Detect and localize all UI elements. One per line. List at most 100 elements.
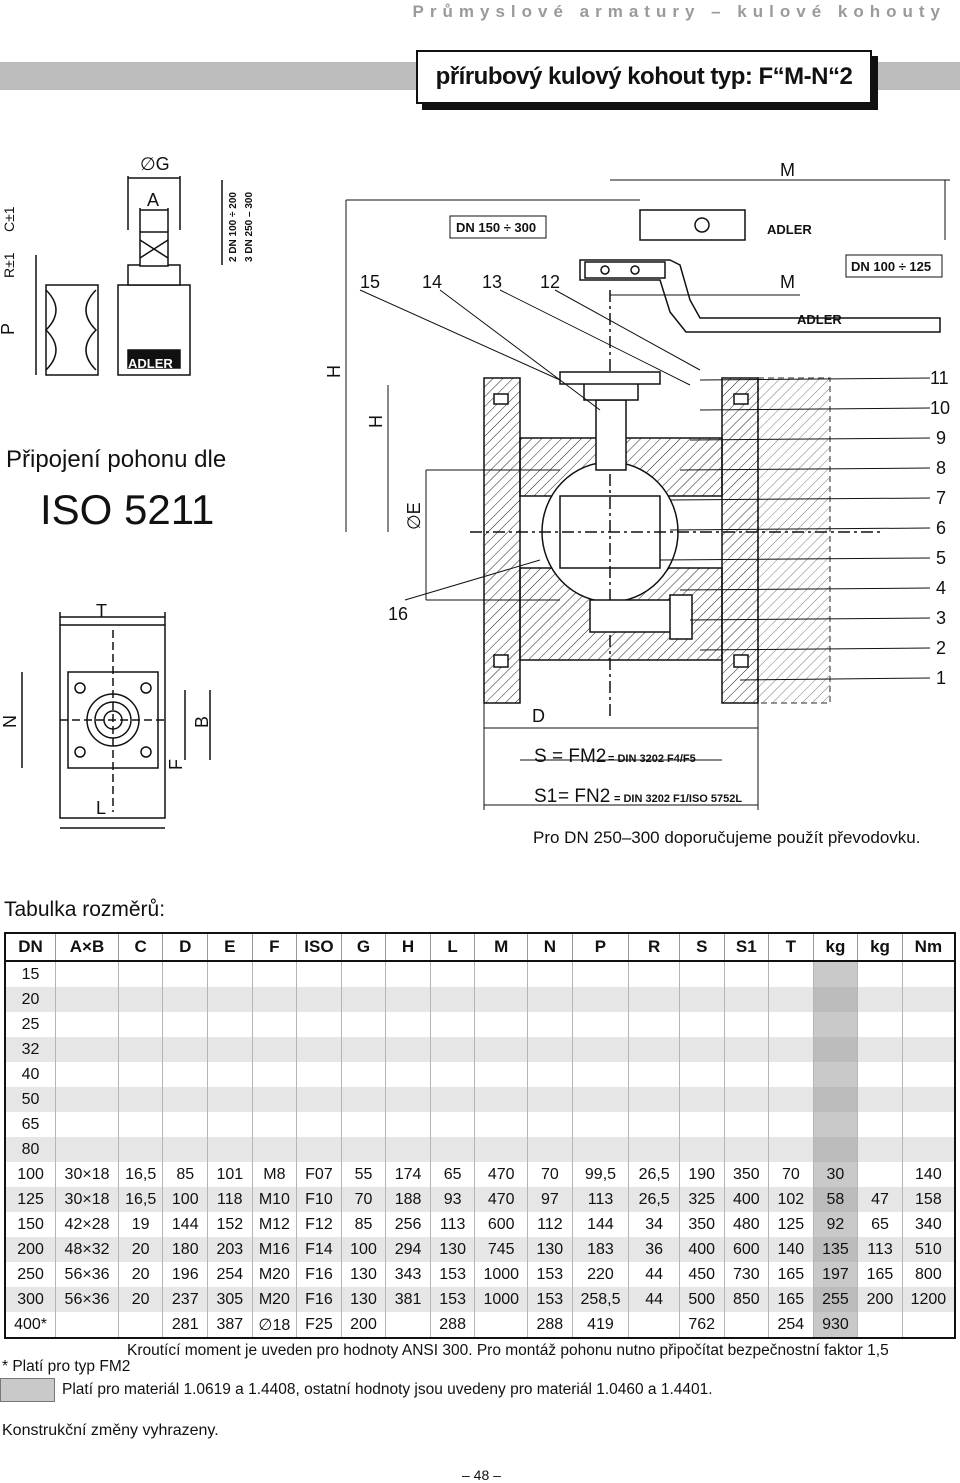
column-header: S1 [724, 933, 770, 962]
table-cell [857, 1087, 903, 1112]
table-cell [55, 1137, 119, 1162]
table-cell [118, 1062, 164, 1087]
dim-c-label: C±1 [1, 206, 17, 232]
table-cell: 220 [572, 1262, 630, 1287]
table-cell [55, 961, 119, 987]
table-cell: 101 [207, 1162, 253, 1187]
page-header: Průmyslové armatury – kulové kohouty [412, 2, 946, 21]
table-cell: 200 [341, 1312, 387, 1338]
table-cell: 200 [5, 1237, 57, 1262]
table-cell: 762 [679, 1312, 725, 1338]
table-cell [572, 961, 630, 987]
table-cell: 1000 [474, 1262, 529, 1287]
table-cell: 254 [207, 1262, 253, 1287]
table-cell [162, 1112, 209, 1137]
table-cell [679, 1062, 725, 1087]
table-cell: F07 [296, 1162, 342, 1187]
table-cell [813, 987, 859, 1012]
table-cell: 450 [679, 1262, 725, 1287]
table-cell [118, 1037, 164, 1062]
table-cell: 56×36 [55, 1262, 119, 1287]
table-cell: 85 [162, 1162, 209, 1187]
table-cell: 92 [813, 1212, 859, 1237]
s-din-label: = DIN 3202 F4/F5 [608, 753, 696, 765]
table-cell: 197 [813, 1262, 859, 1287]
table-row: 15 [5, 961, 956, 987]
table-cell [857, 987, 903, 1012]
table-cell [118, 1137, 164, 1162]
table-cell: 140 [768, 1237, 814, 1262]
table-cell [474, 1012, 529, 1037]
table-cell [902, 987, 956, 1012]
table-cell: 47 [857, 1187, 903, 1212]
table-cell [572, 1112, 630, 1137]
dn-100-125-label: DN 100 ÷ 125 [851, 259, 931, 274]
dim-m-lower-label: M [780, 272, 795, 292]
table-cell: 20 [118, 1287, 164, 1312]
table-cell [207, 1087, 253, 1112]
table-cell [628, 1137, 680, 1162]
part-14-label: 14 [422, 272, 442, 292]
table-cell [385, 1037, 431, 1062]
table-cell: 112 [527, 1212, 573, 1237]
table-cell: 730 [724, 1262, 770, 1287]
table-cell: 70 [341, 1187, 387, 1212]
table-cell [162, 1087, 209, 1112]
table-cell [527, 987, 573, 1012]
table-cell: 55 [341, 1162, 387, 1187]
table-cell: 58 [813, 1187, 859, 1212]
table-cell [813, 1137, 859, 1162]
table-cell: 118 [207, 1187, 253, 1212]
table-row: 50 [5, 1087, 956, 1112]
table-cell [527, 1062, 573, 1087]
table-cell: 288 [430, 1312, 476, 1338]
table-cell [902, 1087, 956, 1112]
table-cell [252, 1062, 298, 1087]
table-cell [430, 1037, 476, 1062]
table-row: 80 [5, 1137, 956, 1162]
table-cell: 152 [207, 1212, 253, 1237]
table-cell: 350 [679, 1212, 725, 1237]
table-cell [679, 1137, 725, 1162]
table-cell [572, 1087, 630, 1112]
table-cell [207, 1112, 253, 1137]
table-cell: 480 [724, 1212, 770, 1237]
part-13-label: 13 [482, 272, 502, 292]
table-cell: 30×18 [55, 1187, 119, 1212]
column-header: N [527, 933, 573, 962]
table-cell: 32 [5, 1037, 57, 1062]
table-cell: M20 [252, 1262, 298, 1287]
table-cell [296, 1012, 342, 1037]
table-cell: 930 [813, 1312, 859, 1338]
table-cell: 36 [628, 1237, 680, 1262]
dim-d-label: D [532, 706, 545, 726]
table-cell: 340 [902, 1212, 956, 1237]
column-header: M [474, 933, 529, 962]
table-cell: 745 [474, 1237, 529, 1262]
material-legend-swatch [0, 1378, 55, 1402]
column-header: C [118, 933, 164, 962]
table-cell [527, 1112, 573, 1137]
table-cell [296, 1087, 342, 1112]
table-cell [527, 961, 573, 987]
s-label: S [534, 746, 547, 767]
table-cell: F12 [296, 1212, 342, 1237]
table-cell [341, 987, 387, 1012]
table-cell [813, 1112, 859, 1137]
table-cell: 65 [857, 1212, 903, 1237]
table-cell [527, 1012, 573, 1037]
table-cell [902, 1062, 956, 1087]
column-header: H [385, 933, 431, 962]
table-cell [628, 1312, 680, 1338]
table-cell: 850 [724, 1287, 770, 1312]
column-header: A×B [55, 933, 119, 962]
dim-n-label: N [0, 715, 20, 728]
table-cell: 50 [5, 1087, 57, 1112]
table-cell: 600 [724, 1237, 770, 1262]
part-8-label: 8 [936, 458, 946, 478]
table-cell [252, 1112, 298, 1137]
table-cell: 130 [341, 1287, 387, 1312]
